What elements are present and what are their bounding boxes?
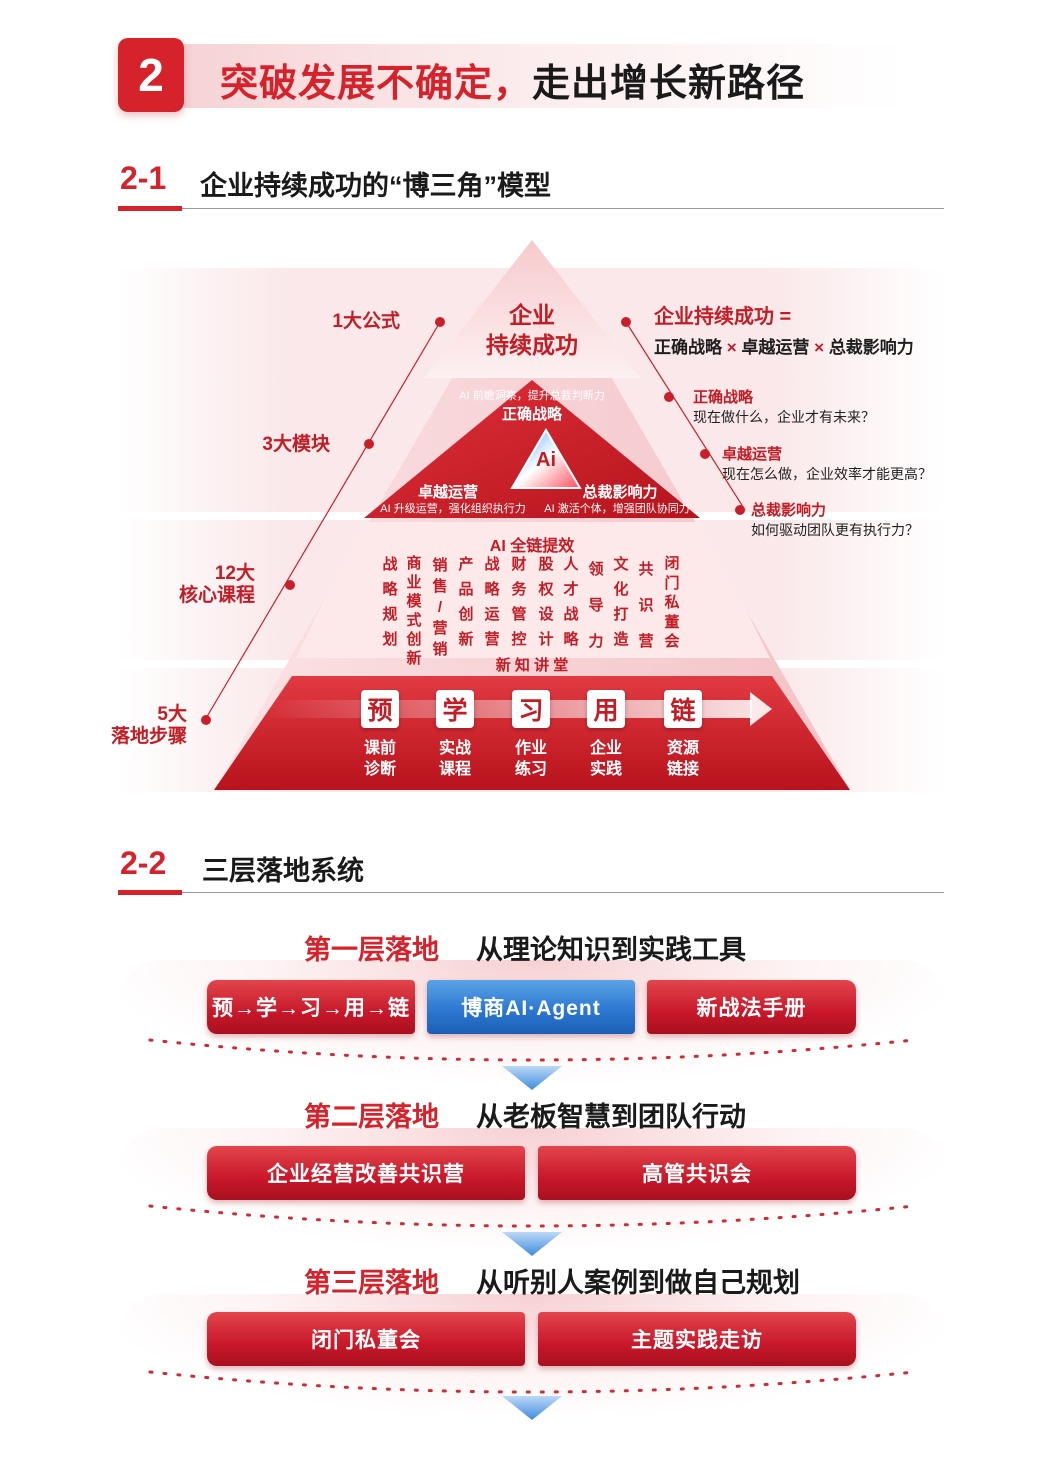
formula-term: 正确战略 — [654, 338, 722, 357]
course-private-board: 闭门私董会 — [664, 555, 680, 650]
label-twelve-courses: 12大核心课程 — [178, 563, 255, 606]
pyramid-apex — [424, 240, 640, 378]
step-preview-icon: 预 — [361, 690, 399, 728]
course-strategic-planning: 战略规划 — [382, 556, 398, 648]
section-1-accent — [118, 206, 182, 211]
course-product-innovation: 产品创新 — [458, 556, 474, 648]
page-title-red: 突破发展不确定， — [220, 63, 533, 105]
course-equity-design: 股权设计 — [538, 556, 554, 648]
formula-item-desc: 现在做什么，企业才有未来？ — [693, 409, 875, 425]
chain-title: AI 全链提效 — [489, 538, 575, 555]
ai-logo-text: Ai — [536, 449, 556, 471]
right-connector-line — [625, 321, 746, 511]
down-arrow-icon — [502, 1232, 562, 1256]
left-connector-line — [204, 321, 441, 721]
title-band — [184, 44, 904, 108]
label-one-formula: 1大公式 — [332, 311, 400, 332]
strategy-subtitle: AI 前瞻洞察，提升总裁判断力 — [459, 390, 605, 402]
label-three-modules: 3大模块 — [262, 434, 330, 455]
step-preview-label: 课前诊断 — [363, 740, 396, 778]
influence-title: 总裁影响力 — [582, 484, 658, 501]
layer-1-name: 第一层落地 — [304, 935, 439, 965]
layer-2-pill: 企业经营改善共识营 — [207, 1146, 525, 1200]
section-2-number: 2-2 — [120, 845, 167, 881]
formula-item-title: 总裁影响力 — [751, 502, 827, 519]
operations-title: 卓越运营 — [417, 484, 478, 501]
step-link-label: 资源链接 — [666, 740, 699, 778]
formula-term: 卓越运营 — [741, 338, 810, 357]
section-2-title: 三层落地系统 — [202, 856, 364, 886]
arrow-head — [750, 692, 772, 726]
layer-3-pill: 主题实践走访 — [538, 1312, 856, 1366]
course-sales-marketing: 销售/营销 — [432, 557, 448, 658]
connector-dot — [201, 715, 211, 725]
course-talent-strategy: 人才战略 — [563, 556, 579, 648]
connector-dot — [285, 580, 295, 590]
down-arrow-icon — [502, 1396, 562, 1420]
connector-dot — [735, 505, 745, 515]
section-1-number: 2-1 — [120, 160, 167, 196]
operations-subtitle: AI 升级运营，强化组织执行力 — [380, 503, 526, 515]
pyramid-courses-tier — [296, 522, 770, 658]
page-title-dark: 走出增长新路径 — [532, 63, 806, 105]
formula-term: 总裁影响力 — [828, 338, 914, 357]
dotted-arc — [148, 1204, 916, 1228]
formula-item-title: 正确战略 — [693, 389, 754, 406]
step-practice-icon: 习 — [512, 690, 550, 728]
course-strategic-operations: 战略运营 — [484, 556, 500, 648]
formula-item-desc: 现在怎么做，企业效率才能更高？ — [722, 466, 932, 482]
formula-terms: 正确战略 × 卓越运营 × 总裁影响力 — [654, 333, 914, 358]
down-arrow-icon — [502, 1066, 562, 1090]
layer-1-pill: 新战法手册 — [647, 980, 856, 1034]
step-practice-label: 作业练习 — [514, 740, 547, 778]
ai-logo-mark — [510, 428, 582, 489]
course-consensus-camp: 共识营 — [638, 561, 654, 650]
formula-item-title: 卓越运营 — [722, 446, 783, 463]
formula-operator: × — [726, 338, 737, 357]
strategy-title: 正确战略 — [501, 406, 562, 423]
step-apply-icon: 用 — [587, 690, 625, 728]
connector-dot — [700, 449, 710, 459]
dotted-arc — [148, 1038, 916, 1062]
pyramid-modules-tier — [364, 380, 700, 518]
influence-subtitle: AI 激活个体，增强团队协同力 — [544, 503, 690, 515]
layer-1-pill: 预→学→习→用→链 — [207, 980, 415, 1034]
course-leadership: 领导力 — [588, 561, 604, 650]
page-title: 突破发展不确定，走出增长新路径 — [220, 52, 805, 107]
layer-1-desc: 从理论知识到实践工具 — [476, 935, 746, 965]
section-2-accent — [118, 890, 182, 895]
step-learn-icon: 学 — [436, 690, 474, 728]
layer-1-pill: 博商AI·Agent — [427, 980, 635, 1034]
section-1-divider — [118, 208, 944, 209]
layer-2-name: 第二层落地 — [304, 1102, 439, 1132]
formula-operator: × — [814, 338, 825, 357]
connector-dot — [435, 317, 445, 327]
apex-label: 企业持续成功 — [486, 302, 578, 358]
layer-3-pill: 闭门私董会 — [207, 1312, 525, 1366]
connector-dot — [364, 439, 374, 449]
formula-title: 企业持续成功 = — [654, 306, 792, 328]
step-link-icon: 链 — [664, 690, 702, 728]
course-financial-control: 财务管控 — [511, 556, 527, 648]
layer-2-pill: 高管共识会 — [538, 1146, 856, 1200]
layer-3-desc: 从听别人案例到做自己规划 — [476, 1268, 800, 1298]
section-1-title: 企业持续成功的“博三角”模型 — [200, 171, 551, 201]
layer-2-desc: 从老板智慧到团队行动 — [476, 1102, 746, 1132]
section-2-divider — [118, 892, 944, 893]
layer-3-name: 第三层落地 — [304, 1268, 439, 1298]
course-business-model: 商业模式创新 — [406, 555, 422, 667]
chapter-number-badge: 2 — [118, 38, 184, 112]
step-apply-label: 企业实践 — [589, 740, 622, 778]
connector-dot — [621, 317, 631, 327]
course-footer: 新 知 讲 堂 — [495, 657, 569, 674]
dotted-arc — [148, 1370, 916, 1394]
connector-dot — [664, 392, 674, 402]
step-learn-label: 实战课程 — [438, 740, 471, 778]
course-culture-building: 文化打造 — [613, 556, 629, 648]
label-five-steps: 5大落地步骤 — [110, 704, 187, 747]
formula-item-desc: 如何驱动团队更有执行力？ — [751, 522, 919, 538]
